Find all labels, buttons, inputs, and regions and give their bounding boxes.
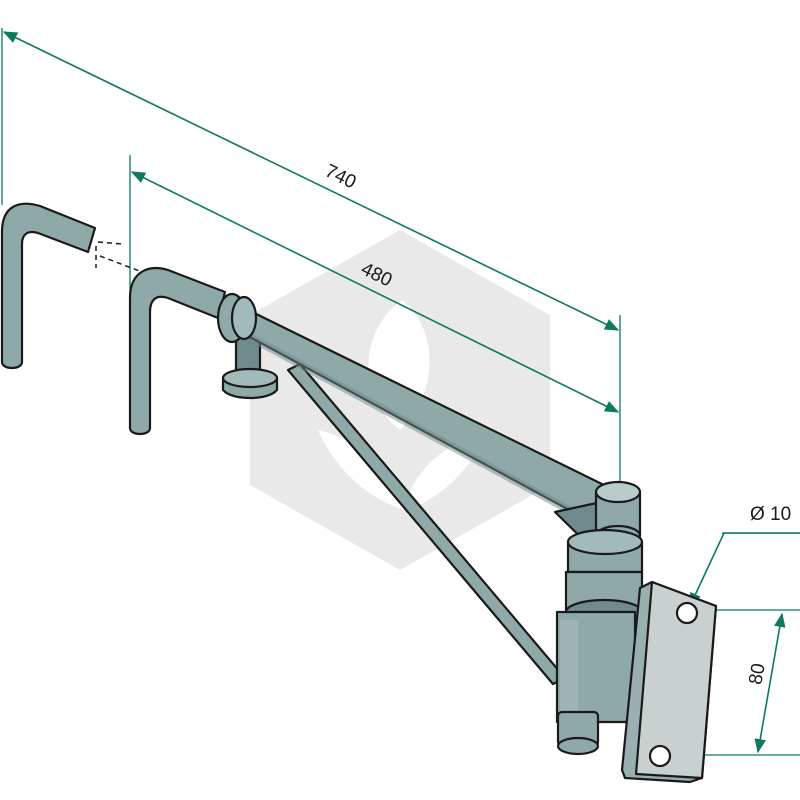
diameter-leader [689, 532, 800, 608]
left-hook [0, 202, 97, 370]
arm-collar [216, 292, 258, 344]
dimension-line-480 [130, 171, 620, 413]
mounting-plate [620, 580, 718, 784]
dimension-label-80: 80 [745, 662, 769, 686]
dimension-line-80 [754, 612, 786, 754]
assembly-dashed-leader [95, 241, 151, 276]
pivot-hook [128, 267, 279, 436]
dimension-label-diameter: Ø 10 [750, 504, 791, 525]
mounting-hole-top [675, 601, 699, 625]
mounting-hole-bottom [648, 744, 672, 768]
